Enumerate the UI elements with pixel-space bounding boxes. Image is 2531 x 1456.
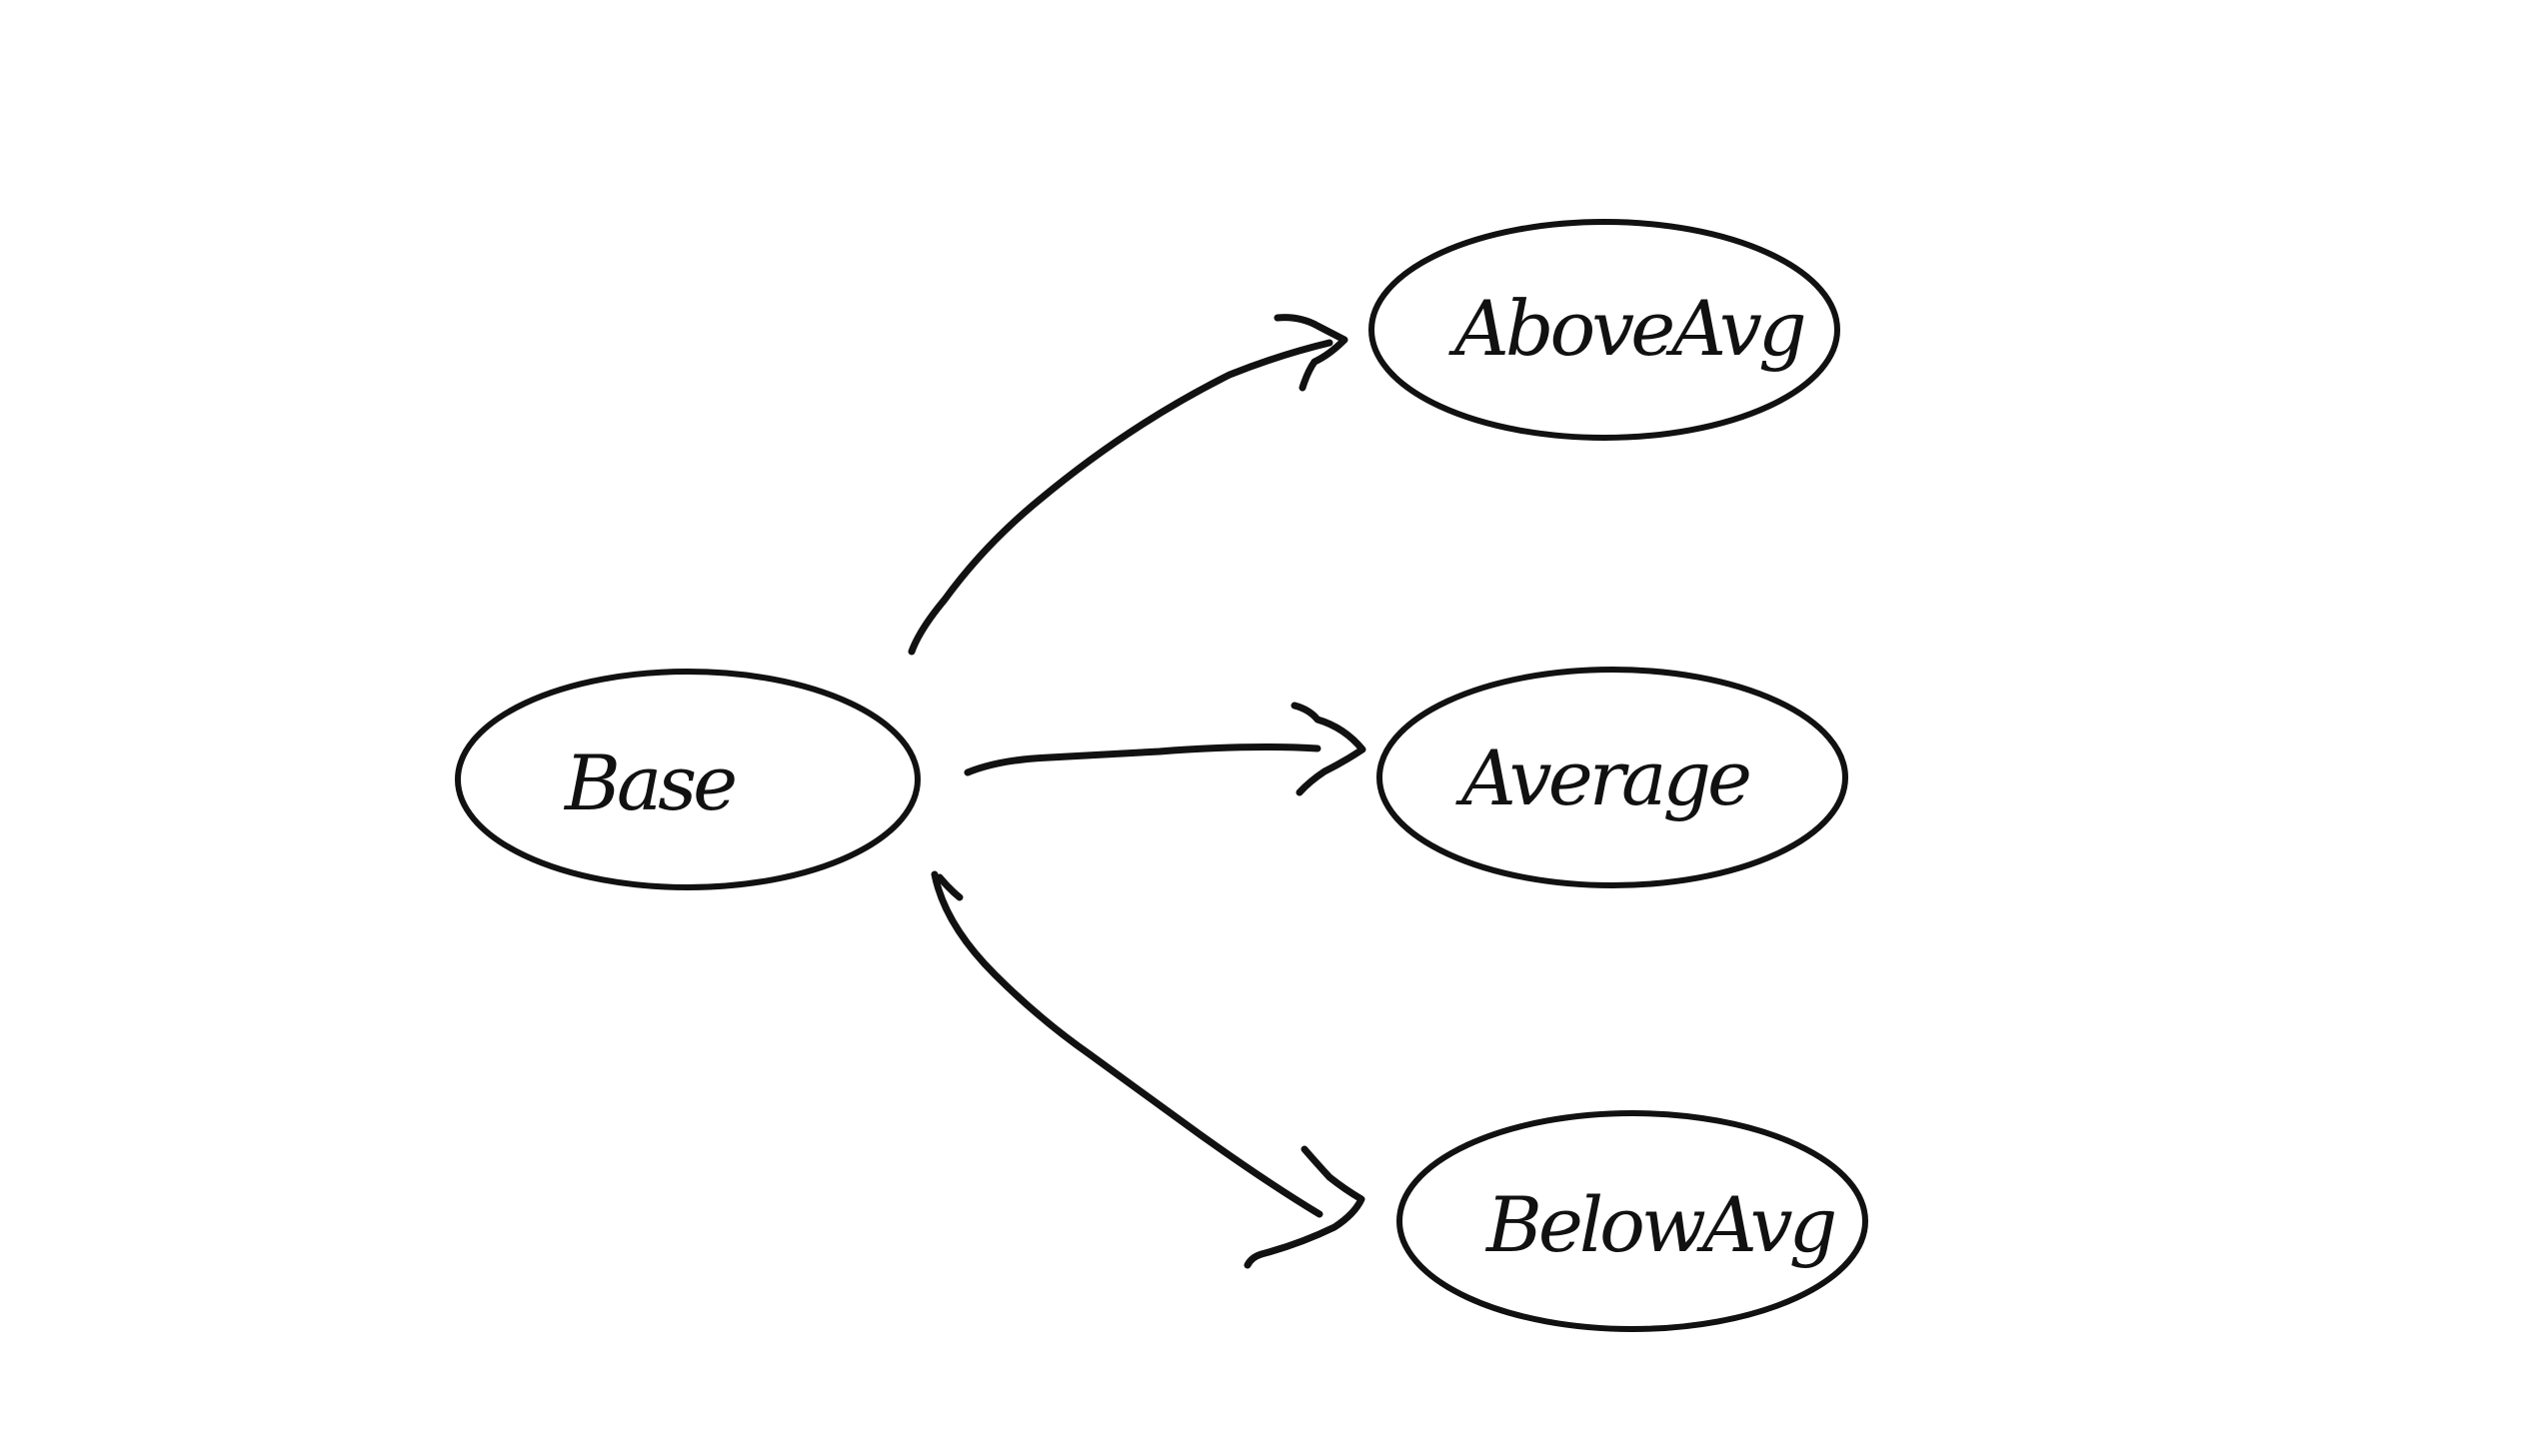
node-average-ellipse bbox=[1376, 667, 1848, 888]
node-below-avg-label: BelowAvg bbox=[1484, 1180, 1835, 1269]
edge-base-to-average bbox=[964, 702, 1366, 796]
edge-base-to-average-arrowhead bbox=[1290, 702, 1366, 796]
edge-base-to-below-avg-line bbox=[931, 870, 1323, 1218]
node-average-label: Average bbox=[1455, 733, 1749, 822]
node-base-ellipse bbox=[455, 669, 921, 890]
node-above-avg: AboveAvg bbox=[1368, 219, 1840, 441]
edge-base-to-below-avg bbox=[931, 870, 1365, 1269]
edge-base-to-below-avg-tick bbox=[936, 873, 964, 901]
edge-base-to-above-avg-arrowhead bbox=[1273, 314, 1348, 392]
node-below-avg-ellipse bbox=[1396, 1110, 1868, 1332]
node-below-avg: BelowAvg bbox=[1396, 1110, 1868, 1332]
node-above-avg-label: AboveAvg bbox=[1448, 284, 1804, 373]
edge-base-to-average-line bbox=[964, 743, 1321, 776]
node-average: Average bbox=[1376, 667, 1848, 888]
edge-base-to-above-avg-line bbox=[908, 339, 1333, 656]
node-above-avg-ellipse bbox=[1368, 219, 1840, 441]
edge-base-to-above-avg bbox=[908, 314, 1348, 656]
edge-base-to-below-avg-arrowhead bbox=[1244, 1145, 1365, 1269]
node-base: Base bbox=[455, 669, 921, 890]
node-base-label: Base bbox=[563, 738, 735, 827]
